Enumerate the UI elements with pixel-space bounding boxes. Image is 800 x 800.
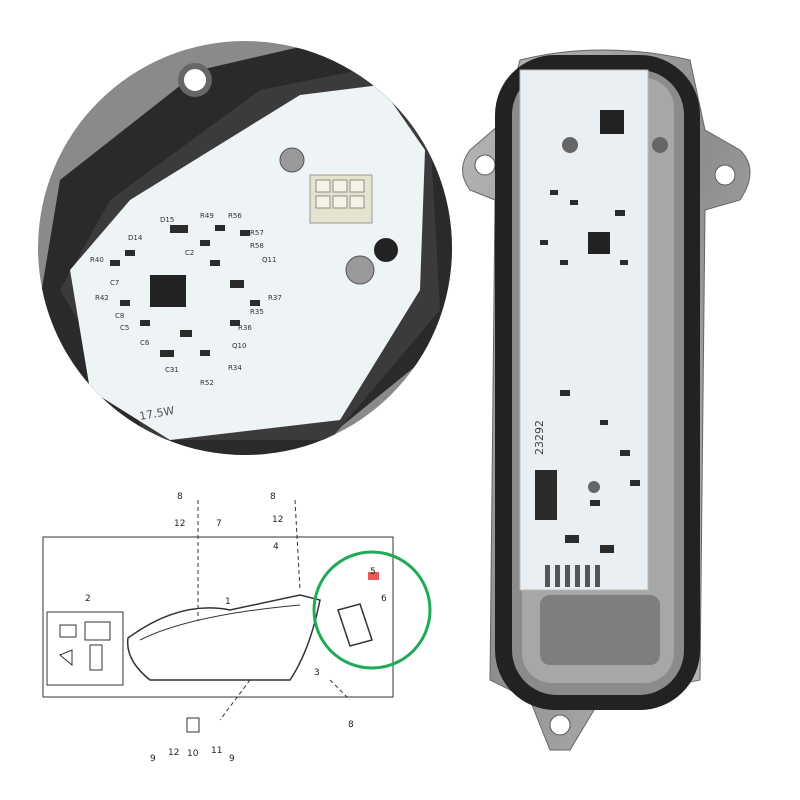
led-array: [600, 110, 624, 134]
module-drawing: [337, 603, 373, 647]
pcb-label: C7: [110, 279, 119, 287]
pcb-label: C31: [165, 366, 179, 374]
callout-label: 12: [168, 748, 179, 758]
callout-label: 10: [187, 749, 199, 759]
pcb-label: R56: [228, 212, 242, 220]
callout-label: 2: [85, 594, 91, 604]
headlamp-drawing: [126, 594, 321, 681]
pcb-label: C6: [140, 339, 150, 347]
pcb-label: D15: [160, 216, 174, 224]
callout-label: 8: [177, 492, 183, 502]
callout-label: 12: [174, 519, 185, 529]
pcb-label: R58: [250, 242, 264, 250]
callout-label: 4: [273, 542, 279, 552]
pcb-code: 23292: [533, 420, 546, 455]
callout-label: 12: [272, 515, 283, 525]
pcb-label: R49: [200, 212, 214, 220]
inset-box: [46, 611, 124, 686]
pcb-label: R34: [228, 364, 242, 372]
screw-icon: [652, 137, 668, 153]
mounting-hole: [714, 164, 736, 186]
ic-chip: [150, 275, 186, 307]
callout-label: 8: [348, 720, 354, 730]
closeup-pcb: [70, 85, 425, 440]
pcb-label: R52: [200, 379, 214, 387]
ic-chip: [588, 232, 610, 254]
mounting-hole: [474, 154, 496, 176]
diagram-frame: [42, 536, 394, 698]
pcb-label: D14: [128, 234, 143, 242]
callout-label: 7: [216, 519, 222, 529]
pcb-label: R35: [250, 308, 264, 316]
pcb-label: R42: [95, 294, 109, 302]
callout-label: 5: [370, 567, 376, 577]
pcb-label: R37: [268, 294, 282, 302]
pcb-label: R40: [90, 256, 104, 264]
pcb-label: C8: [115, 312, 124, 320]
mounting-hole: [549, 714, 571, 736]
callout-label: 1: [225, 597, 231, 607]
pcb-label: R36: [238, 324, 252, 332]
pcb-label: R57: [250, 229, 264, 237]
module-photo: 23292: [462, 49, 751, 751]
highlight-circle: [312, 550, 432, 670]
closeup-photo: R40 D14 D15 R42 C8 C7 C5 R49 R56 R57 R58…: [38, 41, 452, 455]
pcb-label: Q11: [262, 256, 276, 264]
screw-icon: [345, 255, 375, 285]
pcb-label: C5: [120, 324, 129, 332]
screw-icon: [562, 137, 578, 153]
callout-label: 6: [381, 594, 387, 604]
screw-icon: [279, 147, 305, 173]
callout-label: 3: [314, 668, 320, 678]
callout-label: 11: [211, 746, 222, 756]
pcb-label: C2: [185, 249, 194, 257]
wattage-label: 17.5W: [138, 404, 175, 423]
parts-diagram: [42, 499, 394, 733]
marker-square: [368, 572, 379, 580]
pcb-label: Q10: [232, 342, 246, 350]
callout-label: 9: [229, 754, 235, 764]
callout-label: 8: [270, 492, 276, 502]
callout-label: 9: [150, 754, 156, 764]
